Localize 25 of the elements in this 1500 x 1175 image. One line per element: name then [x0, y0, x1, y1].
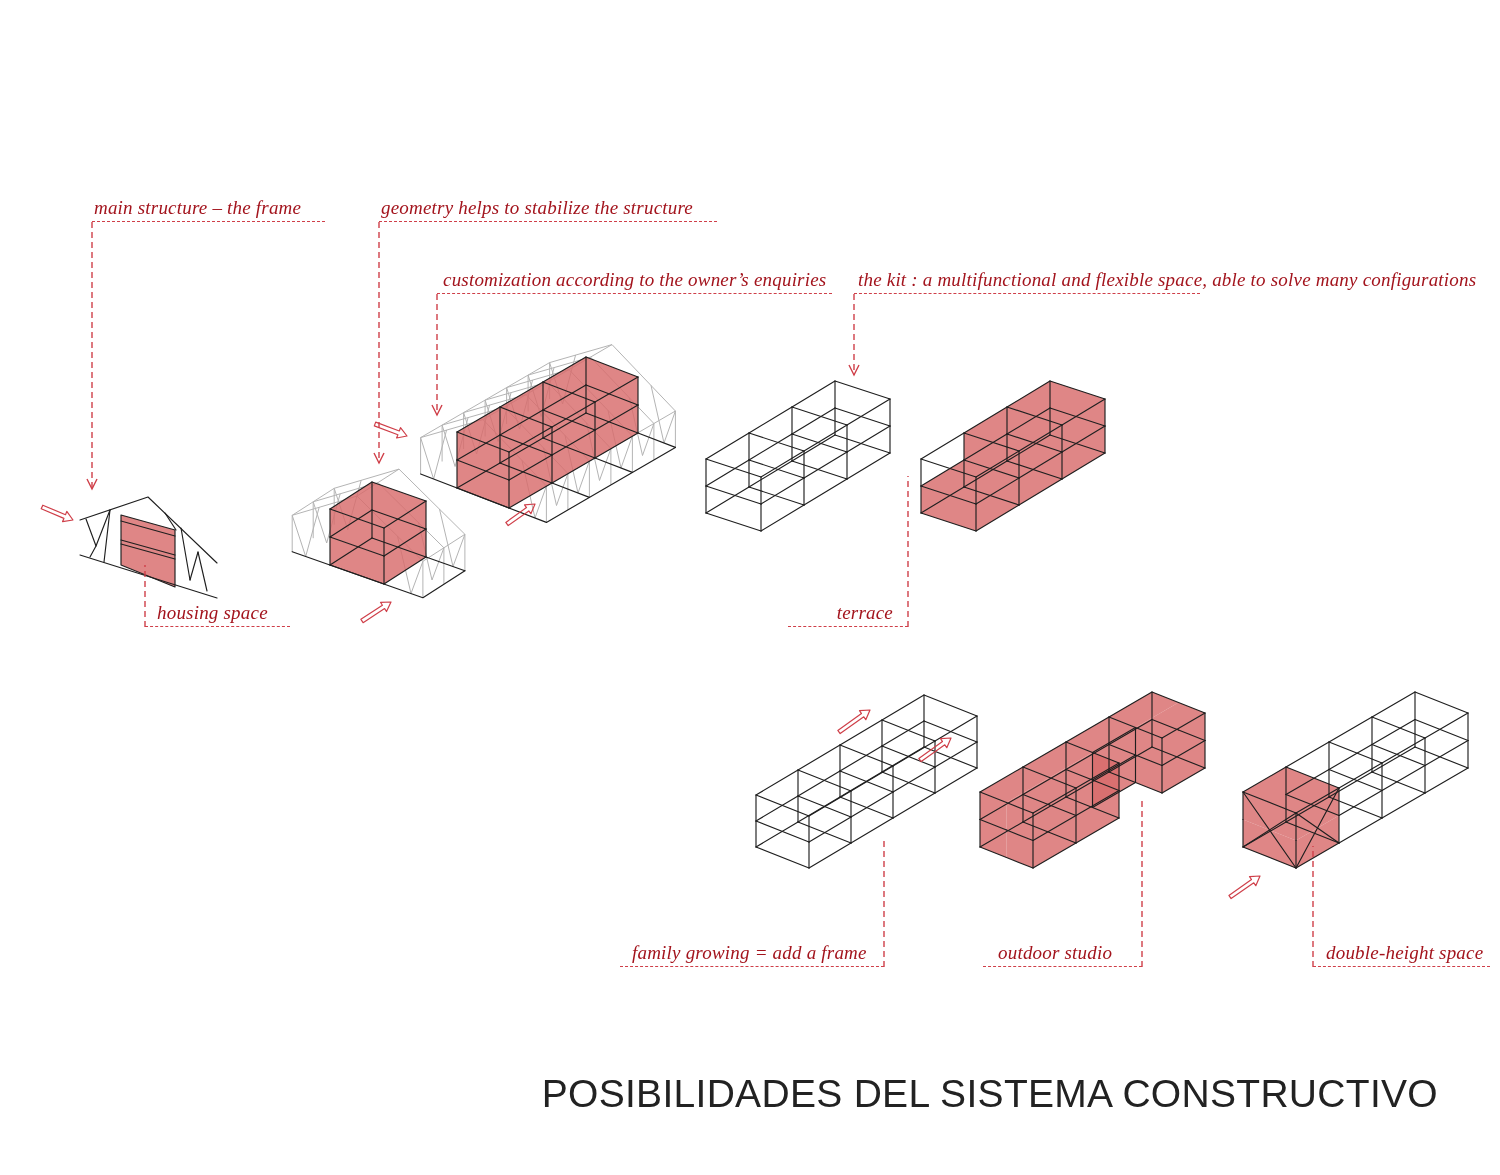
notched-modules-sketch [978, 690, 1207, 870]
diagram-title: POSIBILIDADES DEL SISTEMA CONSTRUCTIVO [541, 1072, 1438, 1116]
callout-text: main structure – the frame [92, 194, 325, 222]
leader-line [373, 221, 385, 464]
leader-line [86, 221, 98, 490]
frame-with-panel-sketch [39, 495, 219, 600]
callout-text: double-height space [1313, 939, 1490, 967]
callout-text: outdoor studio [983, 939, 1142, 967]
wireframe-modules-sketch [704, 379, 892, 533]
stepped-modules-sketch [919, 379, 1107, 533]
leader-line [1312, 845, 1314, 968]
cube-in-frame-sketch [290, 467, 467, 625]
leader-line [907, 475, 909, 628]
leader-line [848, 293, 860, 376]
callout-text: housing space [145, 599, 290, 627]
callout-text: customization according to the owner’s enquiries [437, 266, 832, 294]
callout-text: the kit : a multifunctional and flexible space, able to solve many configurations [854, 266, 1494, 294]
callout-text: terrace [788, 599, 908, 627]
callout-text: geometry helps to stabilize the structure [379, 194, 717, 222]
wireframe-modules-sketch [754, 693, 979, 870]
leader-line [144, 564, 146, 628]
leader-line [431, 293, 443, 416]
callout-text: family growing = add a frame [620, 939, 884, 967]
double-height-module-sketch [1226, 690, 1470, 901]
block-in-frame-sketch [372, 342, 678, 528]
